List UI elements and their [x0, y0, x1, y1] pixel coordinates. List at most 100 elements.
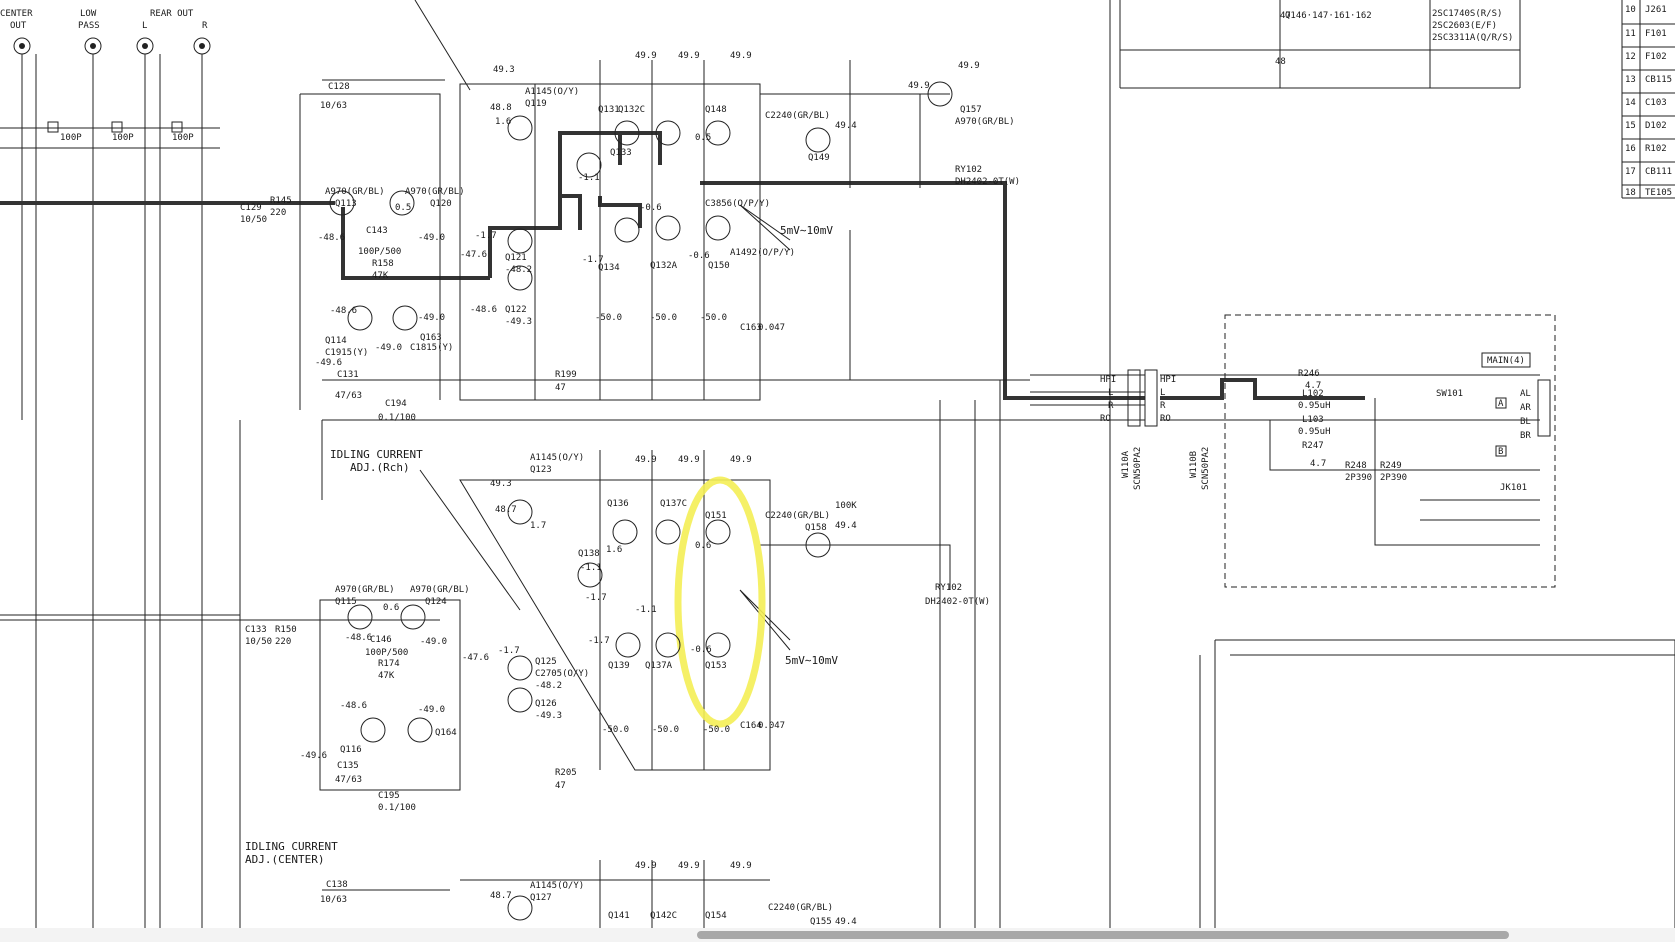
r248-value: 2P390: [1345, 473, 1372, 483]
q119-label: Q119: [525, 99, 547, 109]
row14-number: 14: [1625, 98, 1636, 108]
q123-type: A1145(O/Y): [530, 453, 584, 463]
q148-label: Q148: [705, 105, 727, 115]
row15-text: D102: [1645, 121, 1667, 131]
q124-label: Q124: [425, 597, 447, 607]
row10-number: 10: [1625, 5, 1636, 15]
v-d114: 49.3: [493, 65, 515, 75]
c112-value: 100P: [112, 133, 134, 143]
c135-value: 47/63: [335, 775, 362, 785]
q122-label: Q122: [505, 305, 527, 315]
speaker-switch-box: [1224, 314, 1556, 588]
q149-symbol: [805, 127, 831, 153]
row47-ref: Q146·147·161·162: [1285, 11, 1372, 21]
c163-label: C163: [740, 323, 762, 333]
q149-type: C2240(GR/BL): [765, 111, 830, 121]
w110b-type: SCN50PA2: [1201, 447, 1211, 490]
q113-symbol: [329, 190, 355, 216]
v-q138-b: -1.1: [580, 563, 602, 573]
l103-value: 0.95uH: [1298, 427, 1331, 437]
c138-value: 10/63: [320, 895, 347, 905]
v-q157: 49.9: [958, 61, 980, 71]
q121-label: Q121: [505, 253, 527, 263]
idling-rch-title: IDLING CURRENT: [330, 448, 423, 461]
v-q116: -48.6: [340, 701, 367, 711]
parts-table: 47 Q146·147·161·162 2SC1740S(R/S) 2SC260…: [1119, 0, 1675, 199]
q154-label: Q154: [705, 911, 727, 921]
v-q137a-b: -1.1: [635, 605, 657, 615]
center-out-label: CENTER: [0, 9, 33, 19]
top-channel-labels: A970(GR/BL) Q113 -48.6 A970(GR/BL) Q120 …: [240, 51, 1020, 423]
c129-label: C129: [240, 203, 262, 213]
v-rail-2: -50.0: [650, 313, 677, 323]
r205-value: 47: [555, 781, 566, 791]
switch-b: B: [1498, 447, 1503, 457]
v-q148: 0.5: [695, 133, 711, 143]
q131-label: Q131: [598, 105, 620, 115]
rear-out-label: REAR OUT: [150, 9, 194, 19]
q157-label: Q157: [960, 105, 982, 115]
row10-text: J261: [1645, 5, 1667, 15]
q115-label: Q115: [335, 597, 357, 607]
jk101-label: JK101: [1500, 483, 1527, 493]
q133-symbol: [576, 152, 602, 178]
q120-type: A970(GR/BL): [405, 187, 465, 197]
row18-text: TE105: [1645, 188, 1672, 198]
v-q124: -49.0: [420, 637, 447, 647]
c113-value: 100P: [172, 133, 194, 143]
v-q125-b: -1.7: [498, 646, 520, 656]
yellow-highlight-circle: [674, 476, 766, 728]
v-q122-b: -48.2: [505, 265, 532, 275]
r249-value: 2P390: [1380, 473, 1407, 483]
v-q151: 0.6: [695, 541, 711, 551]
v-q122: -49.3: [505, 317, 532, 327]
v-top-1: 49.9: [635, 51, 657, 61]
row12-number: 12: [1625, 52, 1636, 62]
q124-type: A970(GR/BL): [410, 585, 470, 595]
pin-ro-right: RO: [1160, 414, 1171, 424]
q132c-symbol: [655, 120, 681, 146]
v-q163: -49.0: [418, 313, 445, 323]
q123-label: Q123: [530, 465, 552, 475]
v-q121: -47.6: [460, 250, 487, 260]
q126-label: Q126: [535, 699, 557, 709]
q122-symbol: [507, 265, 533, 291]
c129-value: 10/50: [240, 215, 267, 225]
center-channel: IDLING CURRENT ADJ.(CENTER) A1145(O/Y) Q…: [245, 639, 1675, 928]
c146-value: 100P/500: [365, 648, 408, 658]
center-out-label-2: OUT: [10, 21, 27, 31]
v-q164: -49.0: [418, 705, 445, 715]
w110a-type: SCN50PA2: [1133, 447, 1143, 490]
row17-text: CB111: [1645, 167, 1672, 177]
v-mid-3: 49.9: [730, 455, 752, 465]
l102-value: 0.95uH: [1298, 401, 1331, 411]
v-top-3: 49.9: [730, 51, 752, 61]
v-q139: -1.7: [588, 636, 610, 646]
low-pass-label-2: PASS: [78, 21, 100, 31]
q119-symbol: [507, 115, 533, 141]
switch-a: A: [1498, 399, 1504, 409]
c163-value: 0.047: [758, 323, 785, 333]
c131-value: 47/63: [335, 391, 362, 401]
v-bot-3: 49.9: [730, 861, 752, 871]
q127-label: Q127: [530, 893, 552, 903]
main4-tag: [1481, 352, 1531, 368]
l102-label: L102: [1302, 389, 1324, 399]
c195-label: C195: [378, 791, 400, 801]
scrollbar-thumb[interactable]: [697, 931, 1509, 939]
row47-part-3: 2SC3311A(Q/R/S): [1432, 33, 1513, 43]
q164-label: Q164: [435, 728, 457, 738]
q157-symbol: [927, 81, 953, 107]
v-q138: -1.7: [585, 593, 607, 603]
c194-value: 0.1/100: [378, 413, 416, 423]
v-q125: -47.6: [462, 653, 489, 663]
horizontal-scrollbar[interactable]: [0, 928, 1675, 942]
v-bot-1: 49.9: [635, 861, 657, 871]
q153-label: Q153: [705, 661, 727, 671]
c195-value: 0.1/100: [378, 803, 416, 813]
q133-label: Q133: [610, 148, 632, 158]
w114a-connector: [1537, 379, 1551, 437]
v-rail-3: -50.0: [700, 313, 727, 323]
row13-number: 13: [1625, 75, 1636, 85]
